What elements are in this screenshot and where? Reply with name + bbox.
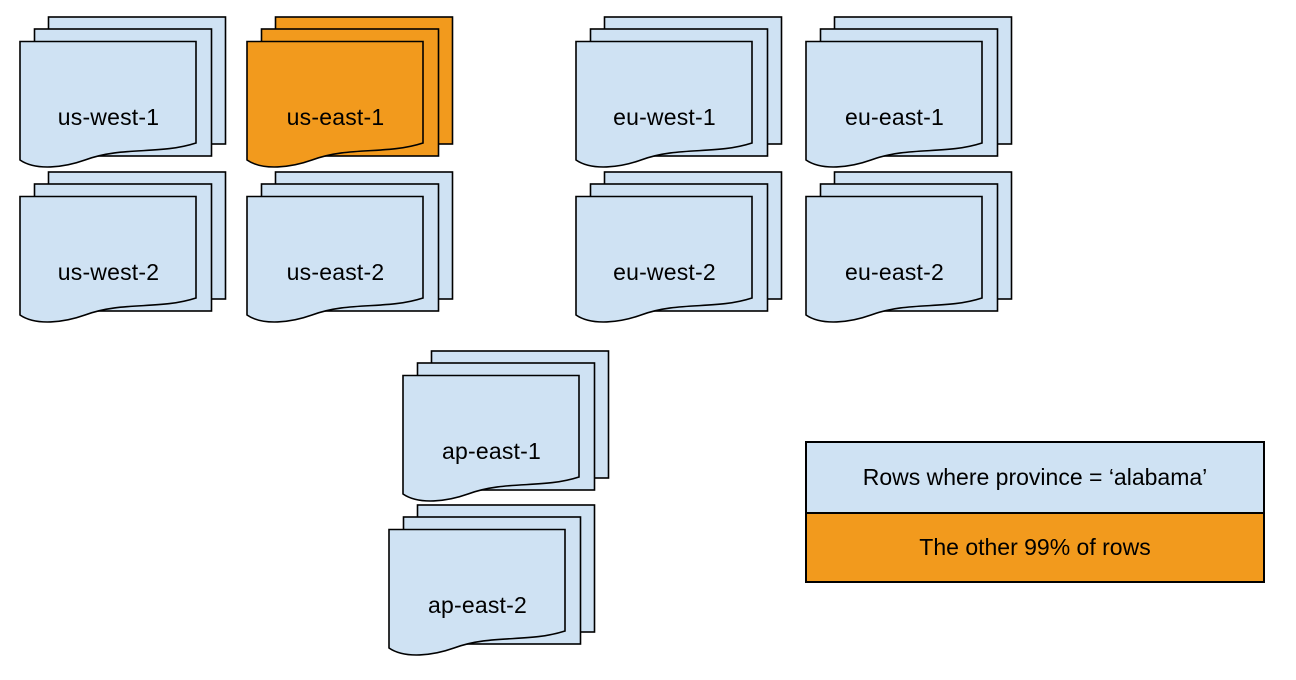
page-front — [246, 40, 424, 168]
region-stack-us-west-1: us-west-1 — [19, 16, 227, 173]
document-stack-icon — [402, 350, 610, 502]
document-stack-icon — [246, 16, 454, 168]
page-front — [575, 40, 753, 168]
region-stack-eu-west-2: eu-west-2 — [575, 171, 783, 328]
page-front — [805, 195, 983, 323]
document-stack-icon — [246, 171, 454, 323]
page-front — [402, 374, 580, 502]
region-stack-eu-east-1: eu-east-1 — [805, 16, 1013, 173]
region-stack-us-west-2: us-west-2 — [19, 171, 227, 328]
legend-item-alabama-rows: Rows where province = ‘alabama’ — [807, 443, 1263, 512]
page-front — [805, 40, 983, 168]
page-front — [19, 195, 197, 323]
page-front — [388, 528, 566, 656]
document-stack-icon — [575, 171, 783, 323]
document-stack-icon — [805, 16, 1013, 168]
page-front — [575, 195, 753, 323]
document-stack-icon — [19, 16, 227, 168]
document-stack-icon — [805, 171, 1013, 323]
legend-item-label: Rows where province = ‘alabama’ — [862, 464, 1208, 490]
legend-item-label: The other 99% of rows — [919, 534, 1151, 560]
document-stack-icon — [388, 504, 596, 656]
region-stack-eu-east-2: eu-east-2 — [805, 171, 1013, 328]
document-stack-icon — [575, 16, 783, 168]
legend: Rows where province = ‘alabama’ The othe… — [805, 441, 1265, 583]
page-front — [19, 40, 197, 168]
region-stack-ap-east-2: ap-east-2 — [388, 504, 596, 661]
legend-item-other-rows: The other 99% of rows — [807, 512, 1263, 581]
page-front — [246, 195, 424, 323]
region-stack-ap-east-1: ap-east-1 — [402, 350, 610, 507]
region-stack-eu-west-1: eu-west-1 — [575, 16, 783, 173]
document-stack-icon — [19, 171, 227, 323]
region-stack-us-east-2: us-east-2 — [246, 171, 454, 328]
region-stack-us-east-1: us-east-1 — [246, 16, 454, 173]
